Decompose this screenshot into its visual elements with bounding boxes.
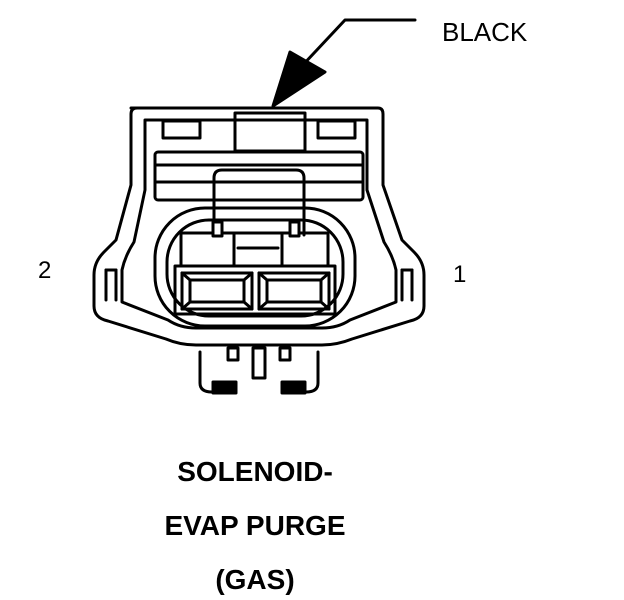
housing-top-slot-left [161, 119, 202, 140]
component-name-line3: (GAS) [215, 564, 295, 595]
pin-2-label: 2 [38, 257, 51, 284]
component-name-line2: EVAP PURGE [164, 510, 346, 541]
locking-band [153, 150, 365, 202]
side-latch-left [104, 268, 118, 302]
housing-top-slot-right [316, 119, 357, 140]
terminal-pin-2 [180, 271, 254, 311]
latch-lever [212, 168, 306, 237]
connector-housing [92, 106, 426, 347]
side-latch-right [400, 268, 414, 302]
terminal-pin-1 [257, 271, 331, 311]
wire-exit-bottom [198, 346, 320, 395]
pin-1-label: 1 [453, 261, 466, 288]
callout-leader [271, 18, 417, 108]
component-name-line1: SOLENOID- [177, 456, 333, 487]
connector-inner-outline [120, 118, 398, 330]
wire-color-label: BLACK [442, 17, 528, 47]
terminal-cavity [153, 206, 357, 328]
